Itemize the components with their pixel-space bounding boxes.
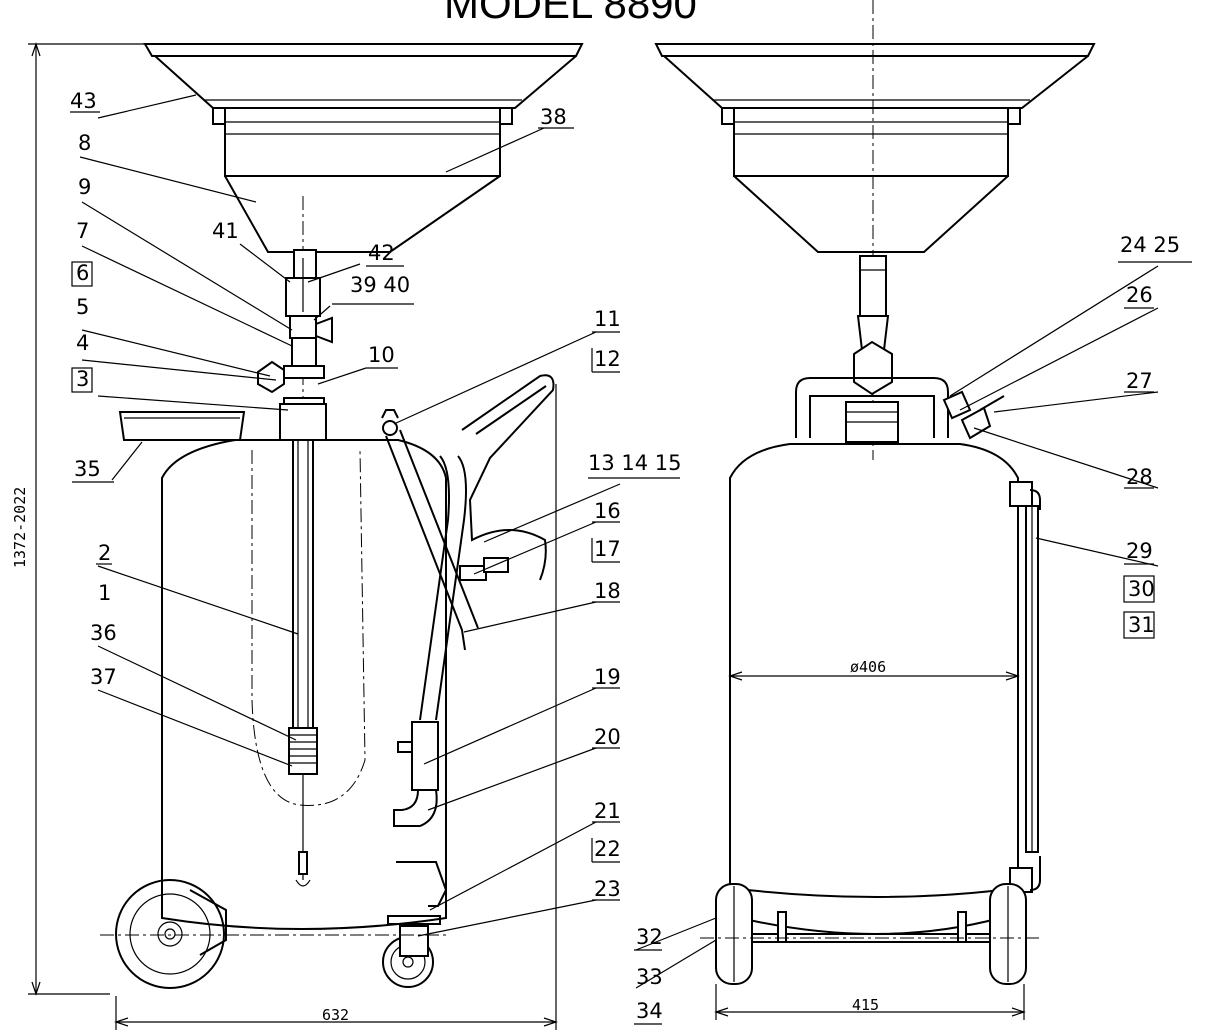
drain-valve	[411, 721, 439, 791]
tank	[161, 439, 447, 930]
diameter-dimension: ø406	[850, 658, 886, 676]
label-2: 2	[98, 541, 111, 565]
pedal	[396, 861, 448, 907]
label-42: 42	[368, 241, 395, 265]
label-29: 29	[1126, 539, 1153, 563]
label-19: 19	[594, 665, 621, 689]
ball-valve	[853, 340, 893, 396]
base-width-dimension: 632	[322, 1006, 349, 1024]
height-dimension: 1372-2022	[11, 487, 29, 568]
label-17: 17	[594, 537, 621, 561]
side-view	[100, 43, 584, 989]
leader-lines	[79, 94, 1159, 989]
label-22: 22	[594, 837, 621, 861]
label-4: 4	[76, 331, 89, 355]
funnel-rim	[143, 43, 584, 57]
label-26: 26	[1126, 283, 1153, 307]
label-33: 33	[636, 965, 663, 989]
handle	[461, 374, 555, 581]
knob	[257, 360, 285, 394]
label-36: 36	[90, 621, 117, 645]
dimension-lines: 1372-2022 632 ø406 415	[11, 42, 1026, 1030]
label-8: 8	[78, 131, 91, 155]
tank-right	[729, 443, 1019, 898]
hose-to-valve	[419, 455, 450, 721]
label-38: 38	[540, 105, 567, 129]
label-1: 1	[98, 581, 111, 605]
label-43: 43	[70, 89, 97, 113]
label-24-25: 24 25	[1120, 233, 1180, 257]
label-6: 6	[76, 261, 89, 285]
label-16: 16	[594, 499, 621, 523]
funnel-rim-right	[654, 43, 1096, 57]
label-7: 7	[76, 219, 89, 243]
drain-hose	[385, 429, 479, 651]
label-30: 30	[1128, 577, 1155, 601]
elbow	[393, 789, 438, 827]
label-3: 3	[76, 367, 89, 391]
label-11: 11	[594, 307, 621, 331]
label-28: 28	[1126, 465, 1153, 489]
pipe	[859, 255, 887, 317]
label-32: 32	[636, 925, 663, 949]
label-41: 41	[212, 219, 239, 243]
valve-handle	[315, 316, 333, 344]
label-34: 34	[636, 999, 663, 1023]
label-23: 23	[594, 877, 621, 901]
label-18: 18	[594, 579, 621, 603]
handle-bar	[795, 377, 949, 438]
bowl-cone	[224, 175, 501, 253]
label-21: 21	[594, 799, 621, 823]
label-35: 35	[74, 457, 101, 481]
callouts: 43 8 9 7 6 5 4 3 35 2 1 36 37 38 41 42 3…	[70, 89, 1192, 1025]
bowl	[224, 112, 501, 177]
front-view	[654, 43, 1096, 985]
label-5: 5	[76, 295, 89, 319]
track-dimension: 415	[852, 996, 879, 1014]
label-12: 12	[594, 347, 621, 371]
funnel-cone	[154, 55, 577, 109]
tray	[118, 411, 246, 441]
valve-top	[293, 249, 317, 279]
label-10: 10	[368, 343, 395, 367]
rear-wheel	[115, 879, 225, 989]
suction-tube	[292, 419, 314, 759]
label-20: 20	[594, 725, 621, 749]
model-title: MODEL 8890	[444, 0, 697, 27]
label-9: 9	[78, 175, 91, 199]
label-39-40: 39 40	[350, 273, 410, 297]
label-27: 27	[1126, 369, 1153, 393]
label-31: 31	[1128, 613, 1155, 637]
label-37: 37	[90, 665, 117, 689]
label-13-14-15: 13 14 15	[588, 451, 682, 475]
